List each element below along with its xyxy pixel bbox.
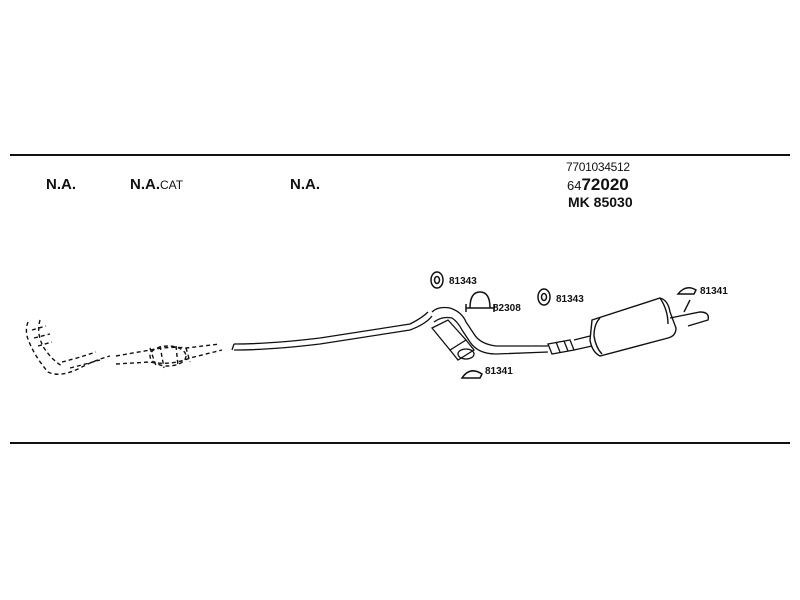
pipe-connector: [547, 335, 593, 355]
ref-rubber-mount-right: 81341: [700, 286, 728, 297]
na-label-front-pipe: N.A.: [46, 176, 76, 193]
mk-code: MK 85030: [568, 194, 633, 210]
ref-rubber-mount-bottom: 81341: [485, 366, 513, 377]
na-label-middle-pipe: N.A.: [290, 176, 320, 193]
rubber-mount-icon: [460, 370, 483, 379]
rubber-mount-icon: [676, 287, 697, 295]
mk-code-number: 85030: [593, 194, 633, 210]
na-label-catalyst-suffix: CAT: [160, 178, 184, 192]
part-code-main: 72020: [581, 175, 629, 194]
mk-code-label: MK: [568, 194, 590, 210]
ref-hanger-left: 81343: [449, 276, 477, 287]
na-label-catalyst: N.A.CAT: [130, 176, 183, 193]
part-code: 6472020: [567, 175, 629, 195]
bottom-divider-line: [10, 442, 790, 444]
pre-silencer: [430, 319, 475, 361]
rubber-hanger-icon: [537, 288, 551, 306]
front-pipe-dashed: [25, 319, 111, 375]
middle-pipe: [231, 311, 433, 351]
rubber-hanger-icon: [430, 271, 444, 289]
top-divider-line: [10, 154, 790, 156]
rear-silencer: [589, 297, 710, 357]
oem-part-number: 7701034512: [566, 160, 630, 174]
na-label-catalyst-main: N.A.: [130, 176, 160, 193]
ref-hanger-mid: 81343: [556, 294, 584, 305]
part-code-prefix: 64: [567, 178, 582, 193]
catalyst-dashed: [115, 343, 223, 369]
pipe-clamp-icon: [465, 291, 495, 312]
ref-clamp: 82308: [493, 303, 521, 314]
bend-pipe: [431, 306, 549, 355]
